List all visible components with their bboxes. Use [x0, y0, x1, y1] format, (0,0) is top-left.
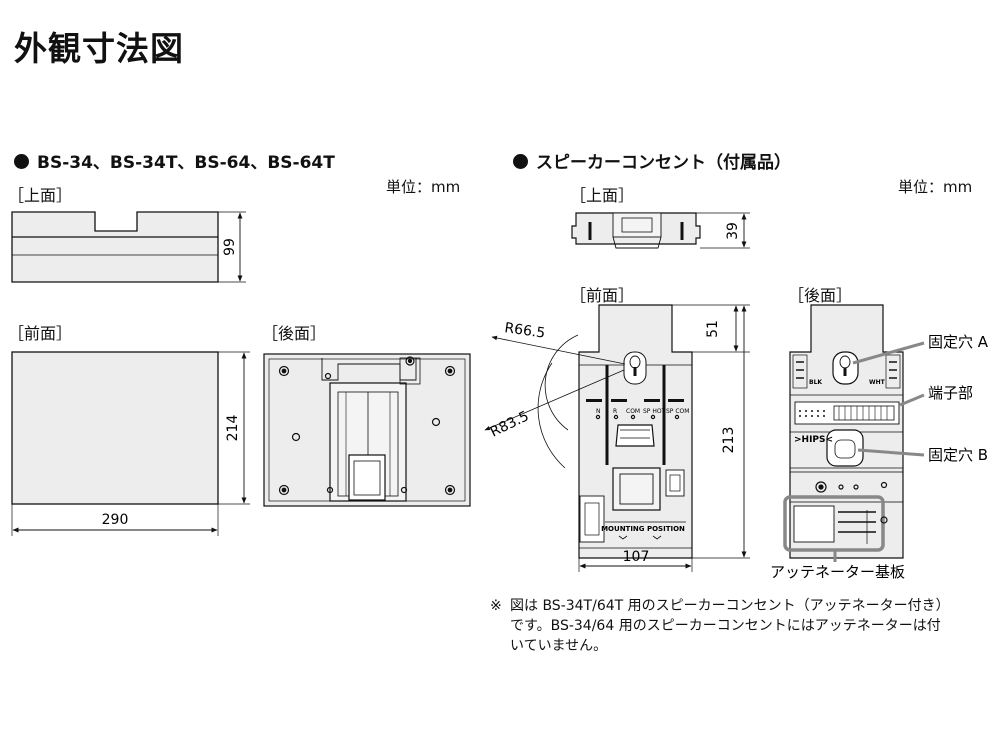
page-title: 外観寸法図 — [14, 29, 184, 68]
right-front-view — [484, 304, 750, 572]
right-front-view-label: ［前面］ — [570, 286, 635, 305]
panel-mark-n: N — [596, 408, 601, 415]
footnote-line-1: 図は BS-34T/64T 用のスピーカーコンセント（アッテネーター付き） — [510, 598, 950, 614]
radius-outer-dim: R83.5 — [488, 408, 532, 440]
right-unit-label: 単位：mm — [898, 178, 973, 196]
panel-mark-mounting: MOUNTING POSITION — [601, 525, 685, 533]
right-height-dim: 213 — [721, 427, 737, 454]
footnote-line-2: です。BS-34/64 用のスピーカーコンセントにはアッテネーターは付 — [510, 618, 941, 634]
panel-mark-sp-hot: SP HOT — [643, 408, 666, 415]
footnote-mark: ※ — [490, 598, 502, 614]
left-front-view — [11, 351, 250, 536]
right-heading-text: スピーカーコンセント（付属品） — [536, 153, 791, 173]
right-top-view-label: ［上面］ — [570, 186, 635, 205]
right-top-height-dim: 39 — [725, 222, 741, 240]
callout-hole-a: 固定穴 A — [928, 333, 989, 351]
callout-hole-b: 固定穴 B — [928, 446, 988, 464]
right-section-heading: スピーカーコンセント（付属品） — [513, 148, 791, 173]
left-front-view-label: ［前面］ — [8, 324, 73, 343]
back-mark-blk: BLK — [809, 379, 822, 386]
left-back-view — [263, 353, 471, 507]
callout-terminal: 端子部 — [928, 384, 973, 402]
back-mark-hips: >HIPS< — [794, 435, 833, 445]
left-section-heading: BS-34、BS-34T、BS-64、BS-64T — [14, 148, 335, 173]
footnote: ※ 図は BS-34T/64T 用のスピーカーコンセント（アッテネーター付き） … — [490, 596, 995, 656]
right-top-view — [571, 212, 750, 249]
left-top-height-dim: 99 — [222, 238, 238, 256]
left-heading-text: BS-34、BS-34T、BS-64、BS-64T — [37, 153, 335, 173]
back-mark-wht: WHT — [869, 379, 886, 386]
footnote-line-3: いていません。 — [510, 638, 608, 654]
left-top-view-label: ［上面］ — [8, 186, 73, 205]
right-width-dim: 107 — [623, 549, 650, 565]
panel-mark-r: R — [613, 408, 617, 415]
right-back-view — [783, 304, 904, 559]
radius-inner-dim: R66.5 — [503, 320, 546, 342]
left-back-view-label: ［後面］ — [262, 324, 327, 343]
right-back-view-label: ［後面］ — [788, 286, 853, 305]
callout-attenuator: アッテネーター基板 — [770, 563, 905, 581]
right-upper-height-dim: 51 — [705, 320, 721, 338]
bullet-icon — [513, 154, 528, 169]
bullet-icon — [14, 154, 29, 169]
panel-mark-com: COM — [626, 408, 640, 415]
left-top-view — [11, 211, 246, 283]
left-front-height-dim: 214 — [225, 415, 241, 442]
left-front-width-dim: 290 — [102, 512, 129, 528]
left-unit-label: 単位：mm — [386, 178, 461, 196]
callout-leaders — [833, 341, 925, 562]
panel-mark-sp-com: SP COM — [666, 408, 689, 415]
